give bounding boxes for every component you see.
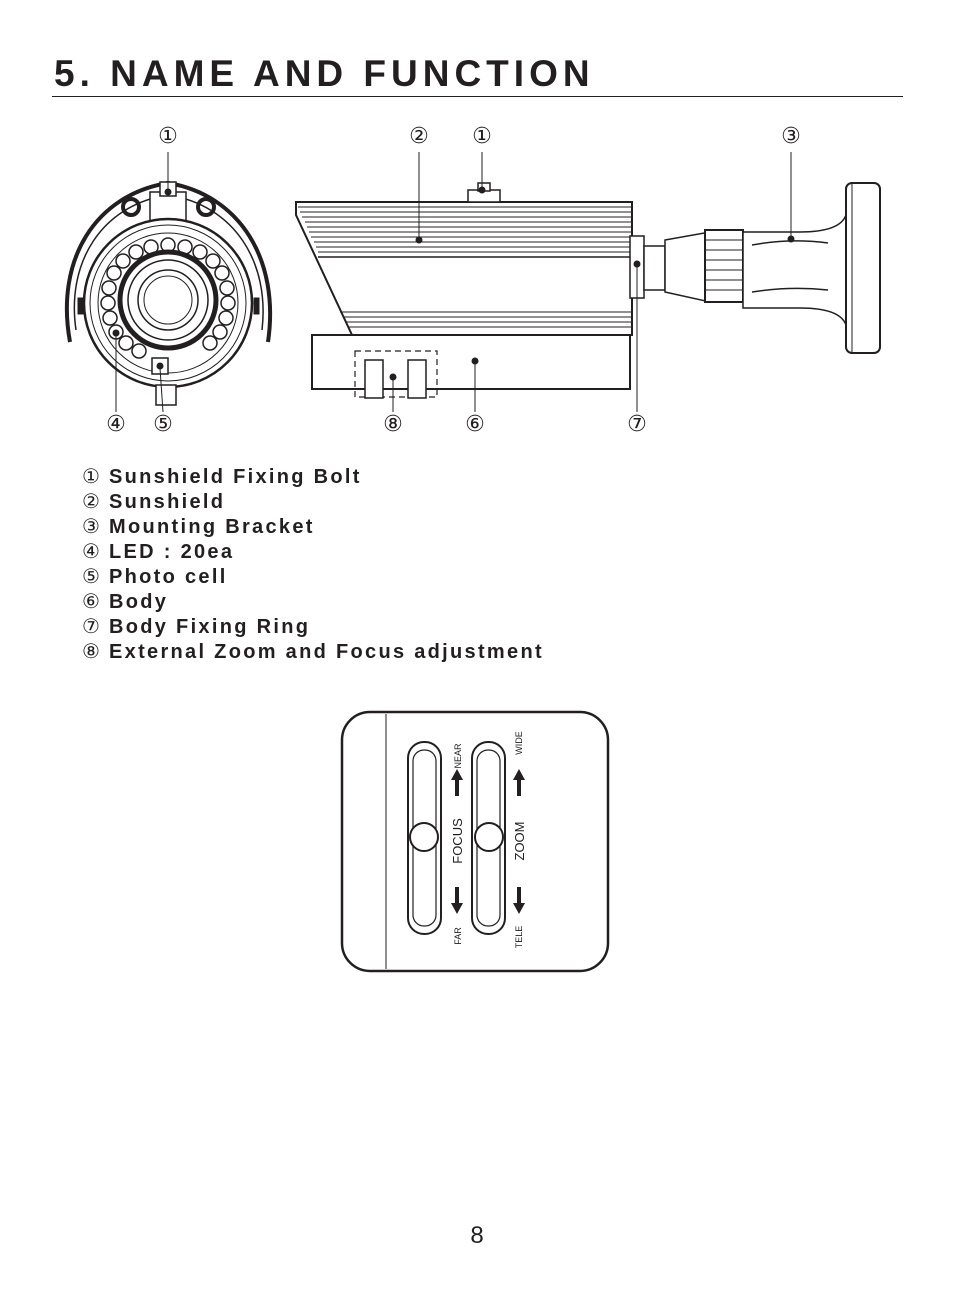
legend-label: Mounting Bracket <box>109 516 315 538</box>
callout-side-1: ① <box>472 124 492 149</box>
legend-marker: ④ <box>82 539 100 563</box>
title-rule <box>52 96 903 97</box>
focus-far-label: FAR <box>453 927 463 945</box>
legend-label: External Zoom and Focus adjustment <box>109 641 544 663</box>
legend-label: Sunshield Fixing Bolt <box>109 466 362 488</box>
focus-near-label: NEAR <box>453 743 463 769</box>
camera-side-view <box>295 152 881 412</box>
page-title: 5. NAME AND FUNCTION <box>54 53 595 94</box>
callout-front-5: ⑤ <box>153 412 173 437</box>
adjustment-panel: NEAR FOCUS FAR WIDE ZOOM TELE <box>340 710 610 973</box>
camera-diagram: ① ② ① ③ ④ ⑤ ⑧ ⑥ ⑦ <box>64 124 881 973</box>
zoom-label: ZOOM <box>512 822 527 861</box>
legend-marker: ⑧ <box>82 639 100 663</box>
legend-label: Body <box>109 591 169 613</box>
callout-side-2: ② <box>409 124 429 149</box>
legend-marker: ① <box>82 464 100 488</box>
callout-front-4: ④ <box>106 412 126 437</box>
zoom-knob[interactable] <box>474 822 504 852</box>
camera-front-view <box>64 152 273 413</box>
led-ring <box>100 237 236 359</box>
legend-item: ③ Mounting Bracket <box>82 514 544 539</box>
focus-down-arrow <box>451 887 463 914</box>
legend-item: ⑤ Photo cell <box>82 564 544 589</box>
legend-label: Photo cell <box>109 566 228 588</box>
zoom-tele-label: TELE <box>514 926 524 949</box>
legend-label: Body Fixing Ring <box>109 616 311 638</box>
focus-knob[interactable] <box>409 822 439 852</box>
legend-marker: ③ <box>82 514 100 538</box>
zoom-wide-label: WIDE <box>514 731 524 755</box>
legend-label: LED : 20ea <box>109 541 235 563</box>
callout-side-7: ⑦ <box>627 412 647 437</box>
focus-up-arrow <box>451 769 463 796</box>
parts-legend: ① Sunshield Fixing Bolt ② Sunshield ③ Mount… <box>82 464 544 664</box>
page-number: 8 <box>470 1222 484 1249</box>
legend-item: ④ LED : 20ea <box>82 539 544 564</box>
zoom-down-arrow <box>513 887 525 914</box>
legend-marker: ⑤ <box>82 564 100 588</box>
legend-label: Sunshield <box>109 491 226 513</box>
focus-slider[interactable] <box>407 741 442 935</box>
legend-item: ② Sunshield <box>82 489 544 514</box>
legend-item: ⑥ Body <box>82 589 544 614</box>
legend-item: ① Sunshield Fixing Bolt <box>82 464 544 489</box>
legend-marker: ⑦ <box>82 614 100 638</box>
focus-label: FOCUS <box>450 818 465 864</box>
zoom-up-arrow <box>513 769 525 796</box>
legend-item: ⑦ Body Fixing Ring <box>82 614 544 639</box>
legend-item: ⑧ External Zoom and Focus adjustment <box>82 639 544 664</box>
callout-side-8: ⑧ <box>383 412 403 437</box>
zoom-slider[interactable] <box>471 741 506 935</box>
callout-front-1: ① <box>158 124 178 149</box>
callout-side-3: ③ <box>781 124 801 149</box>
legend-marker: ② <box>82 489 100 513</box>
callout-side-6: ⑥ <box>465 412 485 437</box>
legend-marker: ⑥ <box>82 589 100 613</box>
